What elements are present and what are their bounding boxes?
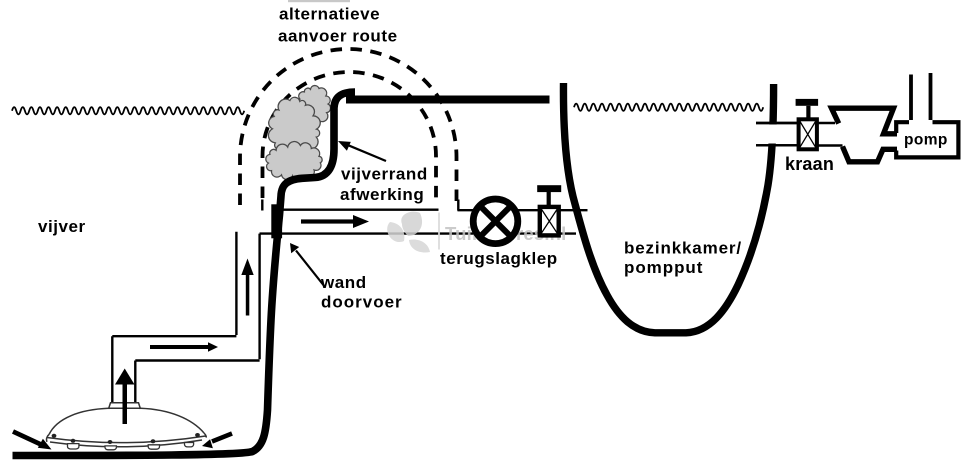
svg-text:alternatieve: alternatieve (279, 5, 380, 24)
svg-text:aanvoer route: aanvoer route (278, 27, 398, 46)
svg-text:pompput: pompput (624, 258, 703, 277)
svg-text:vijver: vijver (38, 217, 86, 236)
svg-text:doorvoer: doorvoer (321, 293, 403, 312)
svg-text:kraan: kraan (785, 154, 834, 174)
svg-text:afwerking: afwerking (340, 185, 424, 204)
svg-text:vijverrand: vijverrand (341, 165, 428, 184)
svg-text:pomp: pomp (904, 132, 948, 149)
svg-text:wand: wand (320, 273, 367, 292)
svg-text:bezinkkamer/: bezinkkamer/ (624, 239, 742, 258)
svg-text:terugslagklep: terugslagklep (440, 249, 558, 268)
